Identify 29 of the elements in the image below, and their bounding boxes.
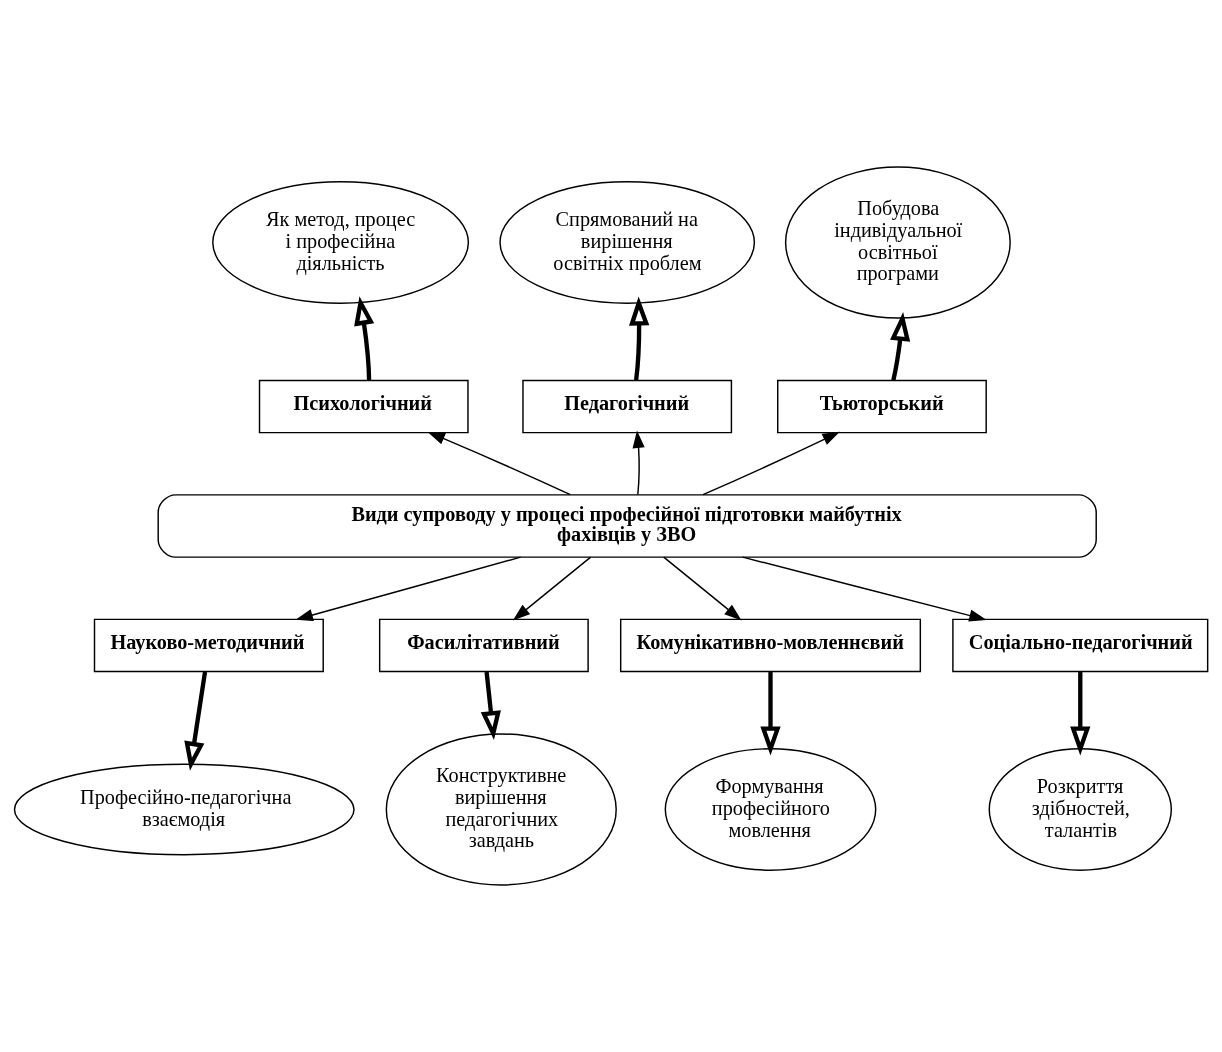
node-box: Науково-методичний (93, 618, 324, 673)
arrow (663, 556, 742, 621)
node-ellipse: Формування професійного мовлення (664, 748, 877, 871)
arrow (1070, 672, 1091, 756)
arrow (354, 296, 375, 381)
node-ellipse: Розкриття здібностей, талантів (988, 748, 1172, 871)
arrow (632, 430, 645, 496)
node-box: Тьюторський (777, 379, 987, 434)
arrow (480, 671, 501, 741)
node-ellipse: Побудова індивідуальної освітньої програми (784, 166, 1011, 319)
arrow (741, 556, 987, 622)
arrow (295, 556, 522, 622)
node-box: Види супроводу у процесі професійної підготовки майбутніх фахівців у ЗВО (157, 494, 1097, 558)
node-box: Педагогічний (522, 379, 733, 434)
arrow (890, 311, 911, 381)
arrow (702, 431, 840, 496)
arrow (427, 431, 572, 496)
node-ellipse: Професійно-педагогічна взаємодія (13, 763, 355, 856)
node-box: Психологічний (258, 379, 469, 434)
arrow (760, 672, 781, 756)
node-box: Фасилітативний (378, 618, 589, 673)
node-ellipse: Спрямований на вирішення освітніх проблем (499, 181, 756, 304)
node-box: Комунікативно-мовленнєвий (619, 618, 922, 673)
node-box: Соціально-педагогічний (952, 618, 1209, 673)
node-ellipse: Як метод, процес і професійна діяльність (212, 181, 470, 304)
arrow (184, 671, 208, 771)
arrow (512, 556, 592, 621)
node-ellipse: Конструктивне вирішення педагогічних завдань (385, 733, 617, 886)
arrow (629, 296, 650, 381)
